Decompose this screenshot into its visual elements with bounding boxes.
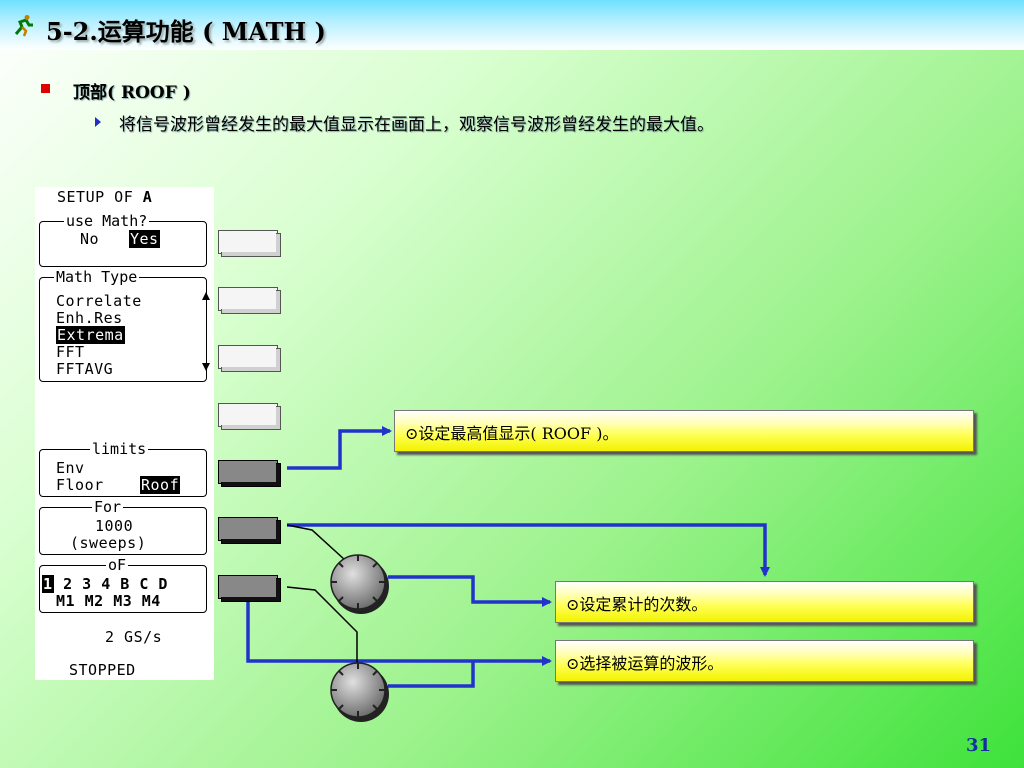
softkey-3[interactable] bbox=[218, 345, 281, 372]
arrow-roof bbox=[287, 426, 392, 470]
for-legend: For bbox=[92, 498, 124, 516]
rotary-knob-icon bbox=[330, 554, 389, 614]
arrow-sweeps bbox=[287, 523, 770, 577]
sweep-count: 1000 bbox=[95, 517, 134, 535]
sweep-unit: (sweeps) bbox=[70, 534, 147, 552]
channel-label: A bbox=[142, 188, 153, 206]
math-type-legend: Math Type bbox=[54, 268, 140, 286]
leader-line-2 bbox=[286, 586, 358, 665]
softkey-for[interactable] bbox=[218, 517, 281, 544]
use-math-legend: use Math? bbox=[64, 212, 150, 230]
source-row-1: 1 2 3 4 B C D bbox=[42, 575, 168, 593]
scroll-up-icon bbox=[202, 292, 210, 300]
for-group: For 1000 (sweeps) bbox=[39, 498, 207, 555]
softkey-of[interactable] bbox=[218, 575, 281, 602]
use-math-yes-selected: Yes bbox=[129, 230, 160, 248]
arrow-source-knob bbox=[388, 661, 475, 688]
page-number: 31 bbox=[966, 735, 992, 756]
section-heading: 顶部( ROOF ) bbox=[73, 83, 191, 103]
sample-rate: 2 GS/s bbox=[105, 628, 163, 646]
red-square-bullet-icon bbox=[41, 84, 50, 93]
callout-source: ⊙选择被运算的波形。 bbox=[555, 640, 974, 682]
softkey-1[interactable] bbox=[218, 230, 281, 257]
rotary-knob-icon bbox=[330, 662, 389, 722]
limits-legend: limits bbox=[90, 440, 149, 458]
math-type-item: FFTAVG bbox=[56, 360, 114, 378]
of-group: oF 1 2 3 4 B C D M1 M2 M3 M4 bbox=[39, 556, 207, 613]
scroll-down-icon bbox=[202, 363, 210, 371]
limits-group: limits Env Floor Roof bbox=[39, 440, 207, 497]
section-description: 将信号波形曾经发生的最大值显示在画面上，观察信号波形曾经发生的最大值。 bbox=[119, 115, 714, 135]
softkey-2[interactable] bbox=[218, 287, 281, 314]
slide-title: 5-2.运算功能 ( MATH ) bbox=[46, 17, 326, 46]
arrow-count-knob bbox=[388, 575, 552, 607]
limits-env: Env bbox=[56, 459, 85, 477]
callout-roof: ⊙设定最高值显示( ROOF )。 bbox=[394, 410, 974, 452]
use-math-group: use Math? No Yes bbox=[39, 212, 207, 267]
callout-sweep-count: ⊙设定累计的次数。 bbox=[555, 581, 974, 623]
acquisition-status: STOPPED bbox=[69, 661, 136, 679]
math-type-group: Math Type Correlate Enh.Res Extrema FFT … bbox=[39, 268, 207, 382]
source-row-2: M1 M2 M3 M4 bbox=[56, 592, 161, 610]
leader-line-1 bbox=[286, 524, 346, 561]
scope-setup-screen: SETUP OF A use Math? No Yes Math Type Co… bbox=[35, 187, 214, 680]
math-type-item: FFT bbox=[56, 343, 85, 361]
runner-logo-icon bbox=[14, 15, 33, 37]
triangle-bullet-icon bbox=[95, 117, 101, 127]
of-legend: oF bbox=[106, 556, 129, 574]
setup-header: SETUP OF A bbox=[57, 188, 153, 206]
math-type-item: Correlate bbox=[56, 292, 142, 310]
arrow-source bbox=[246, 600, 552, 666]
math-type-item: Enh.Res bbox=[56, 309, 123, 327]
use-math-no: No bbox=[80, 230, 100, 248]
title-bar bbox=[0, 0, 1024, 50]
softkey-4[interactable] bbox=[218, 403, 281, 430]
limits-roof-selected: Roof bbox=[140, 476, 181, 494]
math-type-item-selected: Extrema bbox=[56, 326, 125, 344]
limits-floor: Floor bbox=[56, 476, 104, 494]
softkey-limits[interactable] bbox=[218, 460, 281, 487]
